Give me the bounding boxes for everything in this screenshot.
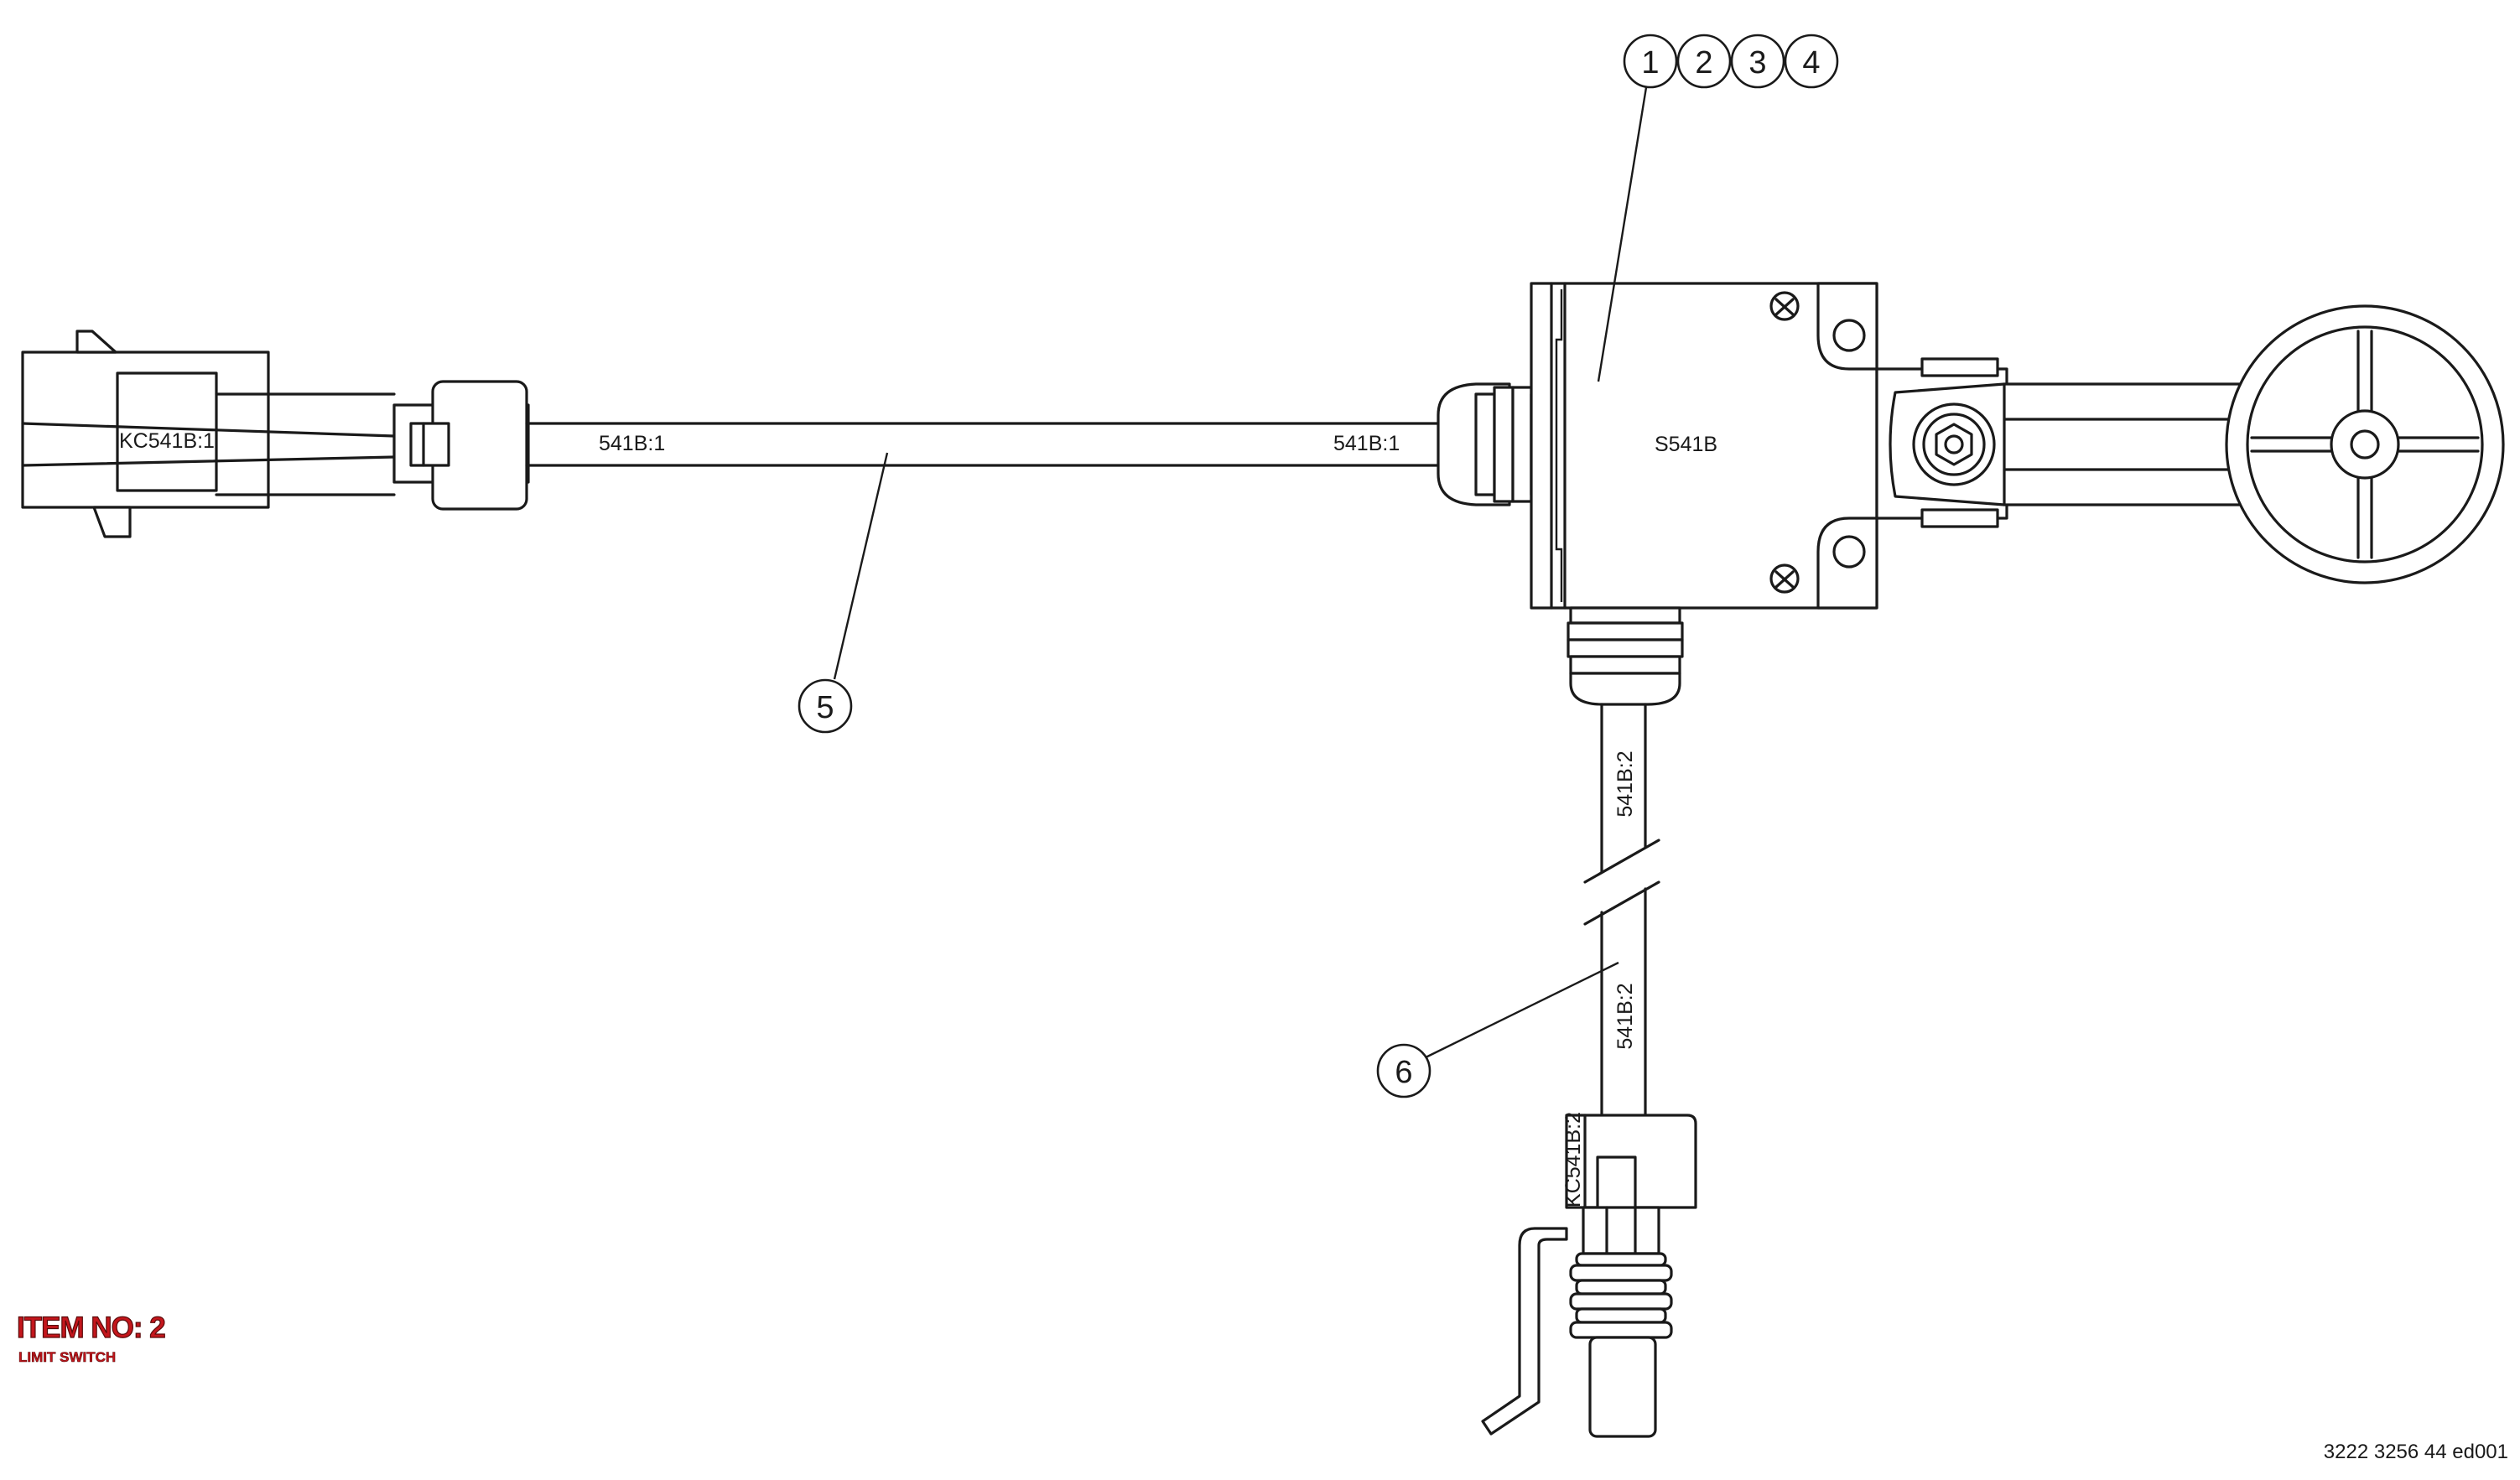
switch-body-label: S541B bbox=[1655, 433, 1717, 456]
svg-text:1: 1 bbox=[1641, 45, 1659, 80]
item-name: LIMIT SWITCH bbox=[18, 1349, 117, 1365]
switch-body-s541b bbox=[1530, 282, 1878, 610]
item-number: ITEM NO: 2 bbox=[16, 1311, 166, 1344]
callout-6: 6 bbox=[1376, 1043, 1431, 1098]
wire-bottom-upper-label: 541B:2 bbox=[1613, 750, 1637, 817]
cable-gland-bottom bbox=[1567, 606, 1684, 706]
wire-top-left-label: 541B:1 bbox=[599, 432, 665, 455]
connector-left-label: KC541B:1 bbox=[119, 429, 215, 453]
svg-text:2: 2 bbox=[1695, 45, 1712, 80]
wire-541b-1 bbox=[525, 422, 1440, 467]
cable-gland-side bbox=[1437, 382, 1551, 506]
svg-text:4: 4 bbox=[1802, 45, 1820, 80]
document-reference: 3222 3256 44 ed001 bbox=[2323, 1441, 2508, 1463]
callout-4: 4 bbox=[1784, 34, 1839, 89]
svg-text:5: 5 bbox=[816, 690, 834, 725]
actuator-arm bbox=[1875, 357, 2258, 528]
wire-top-right-label: 541B:1 bbox=[1333, 432, 1400, 455]
left-connector-kc541b-1 bbox=[21, 330, 530, 538]
callout-5: 5 bbox=[798, 678, 853, 734]
leader-lines bbox=[833, 76, 1650, 1060]
wire-541b-2 bbox=[1583, 703, 1660, 1117]
svg-text:3: 3 bbox=[1748, 45, 1766, 80]
roller-wheel bbox=[2225, 304, 2505, 584]
callout-1: 1 bbox=[1623, 34, 1678, 89]
wire-bottom-lower-label: 541B:2 bbox=[1613, 983, 1637, 1049]
svg-text:6: 6 bbox=[1395, 1055, 1412, 1090]
connector-bottom-label: KC541B:2 bbox=[1561, 1112, 1585, 1207]
callout-3: 3 bbox=[1730, 34, 1785, 89]
bottom-connector-kc541b-2 bbox=[1481, 1114, 1697, 1438]
callout-2: 2 bbox=[1676, 34, 1732, 89]
